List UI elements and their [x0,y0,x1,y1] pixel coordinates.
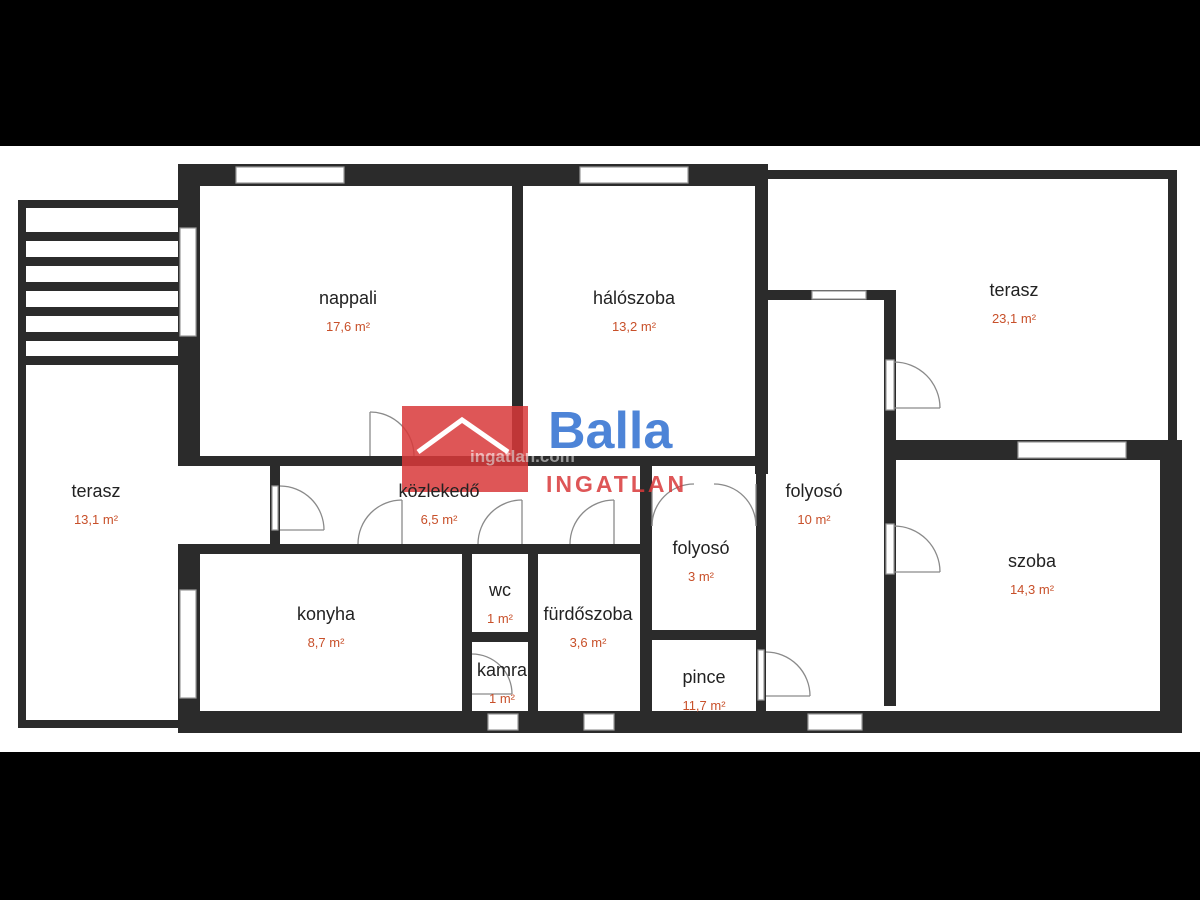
room-area-pince: 11,7 m² [682,698,726,713]
room-name-szoba: szoba [1008,551,1057,571]
room-area-konyha: 8,7 m² [308,635,346,650]
room-labels: nappali 17,6 m² hálószoba 13,2 m² terasz… [71,280,1057,713]
watermark-faded-text: ingatlan.com [470,447,575,466]
room-area-furdoszoba: 3,6 m² [570,635,608,650]
room-name-kozlekedo: közlekedő [398,481,479,501]
house-roof-icon [416,416,510,455]
room-area-folyoso-small: 3 m² [688,569,715,584]
room-area-nappali: 17,6 m² [326,319,371,334]
room-area-szoba: 14,3 m² [1010,582,1055,597]
room-name-haloszoba: hálószoba [593,288,676,308]
room-name-kamra: kamra [477,660,528,680]
room-area-kamra: 1 m² [489,691,516,706]
room-area-terasz-left: 13,1 m² [74,512,119,527]
room-name-folyoso-large: folyosó [785,481,842,501]
room-name-nappali: nappali [319,288,377,308]
watermark: Balla ingatlan.com INGATLAN [402,402,687,497]
room-area-wc: 1 m² [487,611,514,626]
room-name-konyha: konyha [297,604,356,624]
room-area-terasz-right: 23,1 m² [992,311,1037,326]
room-name-wc: wc [488,580,511,600]
room-name-terasz-left: terasz [71,481,120,501]
room-name-furdoszoba: fürdőszoba [543,604,633,624]
room-name-pince: pince [682,667,725,687]
watermark-brand: Balla [548,402,673,460]
room-area-kozlekedo: 6,5 m² [421,512,459,527]
room-name-folyoso-small: folyosó [672,538,729,558]
windows [179,166,1127,731]
room-area-folyoso-large: 10 m² [797,512,831,527]
watermark-tagline: INGATLAN [546,471,687,497]
room-name-terasz-right: terasz [989,280,1038,300]
room-area-haloszoba: 13,2 m² [612,319,657,334]
